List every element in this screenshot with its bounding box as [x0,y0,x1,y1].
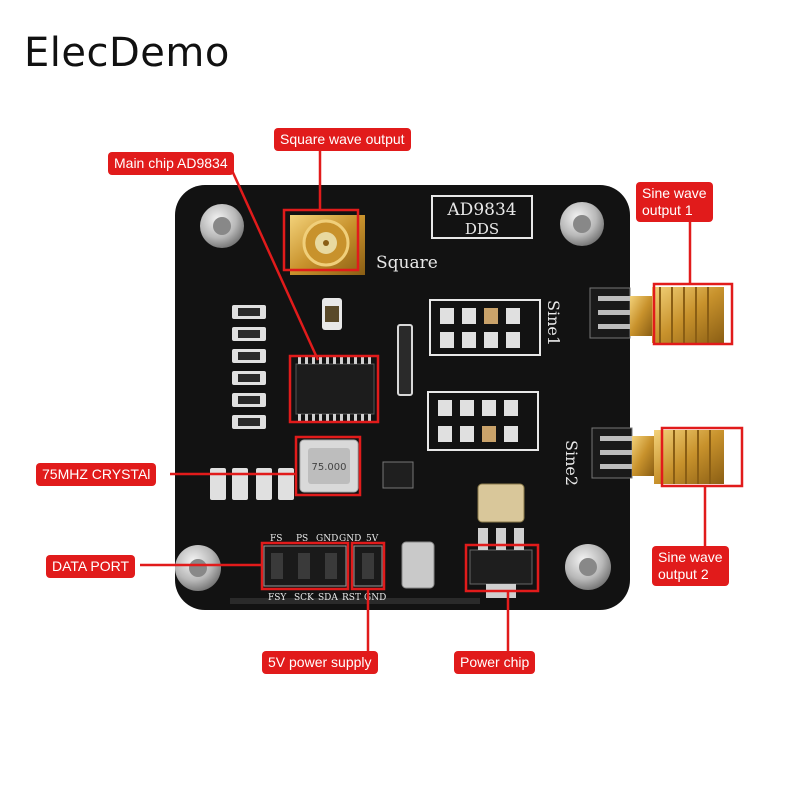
sine2-header [591,427,633,479]
pin-label: FS [270,534,282,544]
power-supply-header [353,545,383,587]
pin-label: GND [339,534,361,544]
crystal-marking: 75.000 [312,462,347,473]
callout-sine-wave-output-2: Sine wave output 2 [652,546,729,586]
power-chip [469,528,533,598]
highlight-sine1-sma [652,282,734,346]
component-column [232,305,266,429]
component-row [429,299,541,356]
callout-crystal: 75MHZ CRYSTAl [36,463,157,486]
mounting-nut [175,545,221,591]
component-row [427,391,539,451]
callout-text: Sine wave [658,549,723,565]
callout-text: output 1 [642,202,693,218]
brand-title: ElecDemo [24,30,230,76]
pin-label: SCK [294,593,314,603]
callout-sine-wave-output-1: Sine wave output 1 [636,182,713,222]
chip-title-box [431,195,533,239]
highlight-sine2-sma [660,426,744,488]
callout-data-port: DATA PORT [46,555,136,578]
sine1-header [589,287,631,339]
sine1-sma-connector [630,287,724,343]
data-port-header [263,545,347,587]
mounting-nut [565,544,611,590]
square-sma-connector [290,215,365,275]
callout-power-supply: 5V power supply [262,651,378,674]
callout-main-chip: Main chip AD9834 [108,152,234,175]
mounting-nut [200,204,244,248]
sine1-label: Sine1 [544,300,563,346]
pin-label: GND [364,593,386,603]
sine2-label: Sine2 [562,440,581,486]
pin-label: PS [296,534,308,544]
square-label: Square [376,253,438,273]
callout-power-chip: Power chip [454,651,536,674]
highlight-crystal [294,435,362,497]
pin-label: FSY [268,593,287,603]
highlight-power-chip [464,543,540,593]
pin-label: RST [342,593,361,603]
callout-text: output 2 [658,566,709,582]
pin-label: 5V [366,534,379,544]
pin-label: GND [316,534,338,544]
callout-square-wave-output: Square wave output [274,128,411,151]
component-row [210,468,294,500]
crystal-oscillator: 75.000 [299,439,359,493]
pin-label: SDA [318,593,338,603]
chip-label-line1: AD9834 [446,200,516,220]
callout-text: Sine wave [642,185,707,201]
highlight-main-chip [288,354,380,424]
main-chip-ad9834 [295,356,375,422]
mounting-nut [560,202,604,246]
chip-label-line2: DDS [465,220,499,238]
callout-leaders [140,150,707,652]
sine2-sma-connector [632,430,724,484]
